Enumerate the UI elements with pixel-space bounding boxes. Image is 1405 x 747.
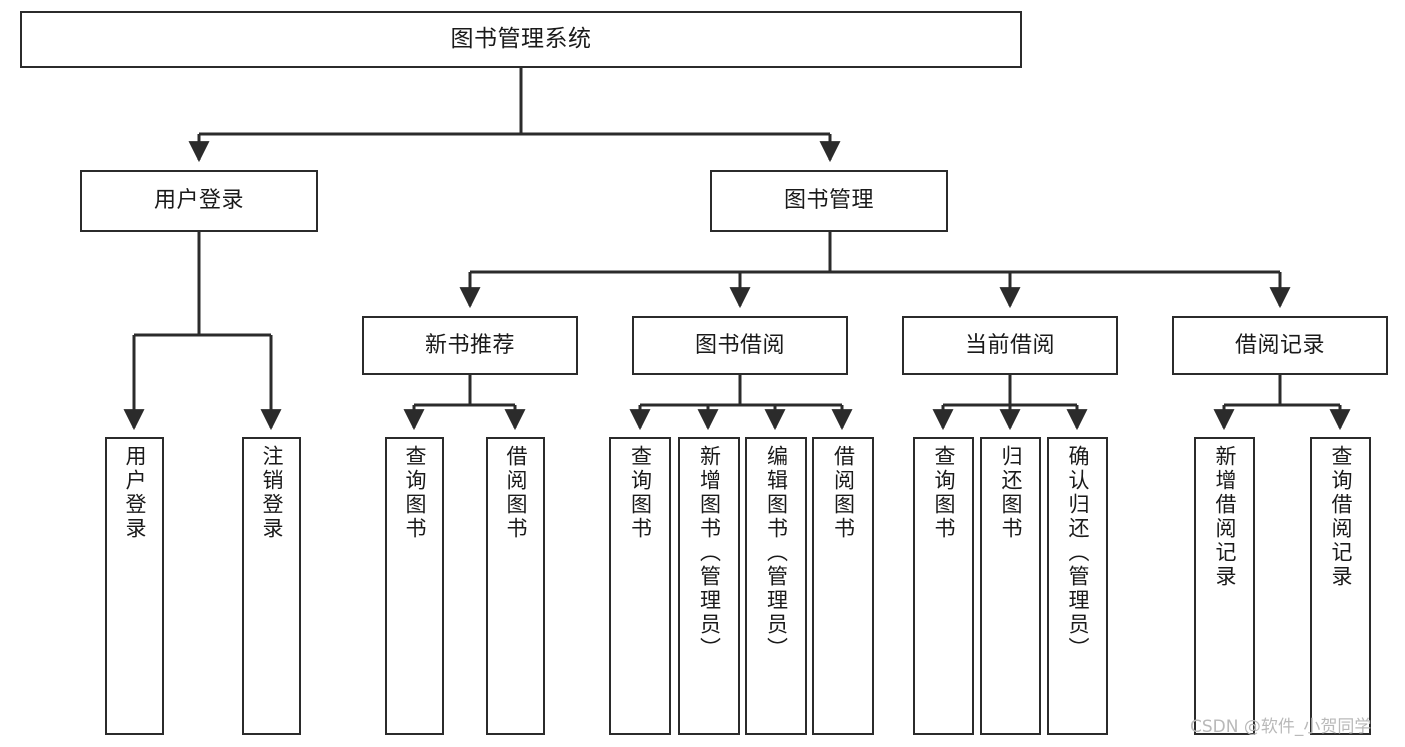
leaf-book-borrow-query[interactable]: 查询图书 [609,437,671,735]
node-new-book-recommend[interactable]: 新书推荐 [362,316,578,375]
node-label: 用户登录 [153,188,244,214]
leaf-book-borrow-add[interactable]: 新增图书（管理员） [678,437,740,735]
node-label: 新增借阅记录 [1213,445,1237,589]
node-label: 新增图书（管理员） [697,445,722,661]
node-label: 借阅记录 [1234,332,1325,358]
node-label: 图书借阅 [694,332,785,358]
leaf-user-login-logout[interactable]: 注销登录 [242,437,301,735]
node-root-system[interactable]: 图书管理系统 [20,11,1022,68]
node-book-borrow[interactable]: 图书借阅 [632,316,848,375]
leaf-borrow-record-query[interactable]: 查询借阅记录 [1310,437,1371,735]
node-label: 查询图书 [403,445,427,541]
node-user-login[interactable]: 用户登录 [80,170,318,232]
node-label: 用户登录 [123,445,147,541]
node-label: 查询借阅记录 [1329,445,1353,589]
node-label: 查询图书 [628,445,653,541]
node-label: 确认归还（管理员） [1066,445,1090,661]
leaf-book-borrow-edit[interactable]: 编辑图书（管理员） [745,437,807,735]
node-label: 图书管理系统 [450,25,592,52]
leaf-current-borrow-confirm-return[interactable]: 确认归还（管理员） [1047,437,1108,735]
node-label: 注销登录 [260,445,284,541]
node-label: 新书推荐 [424,332,515,358]
leaf-borrow-record-add[interactable]: 新增借阅记录 [1194,437,1255,735]
node-label: 归还图书 [999,445,1023,541]
node-label: 借阅图书 [831,445,856,541]
leaf-book-borrow-borrow[interactable]: 借阅图书 [812,437,874,735]
leaf-new-book-query[interactable]: 查询图书 [385,437,444,735]
node-borrow-record[interactable]: 借阅记录 [1172,316,1388,375]
leaf-current-borrow-query[interactable]: 查询图书 [913,437,974,735]
leaf-current-borrow-return[interactable]: 归还图书 [980,437,1041,735]
leaf-new-book-borrow[interactable]: 借阅图书 [486,437,545,735]
csdn-watermark: CSDN @软件_小贺同学 [1190,717,1372,737]
leaf-user-login-login[interactable]: 用户登录 [105,437,164,735]
node-label: 查询图书 [932,445,956,541]
node-current-borrow[interactable]: 当前借阅 [902,316,1118,375]
node-book-management[interactable]: 图书管理 [710,170,948,232]
node-label: 借阅图书 [504,445,528,541]
node-label: 图书管理 [783,188,874,214]
node-label: 编辑图书（管理员） [764,445,789,661]
node-label: 当前借阅 [964,332,1055,358]
